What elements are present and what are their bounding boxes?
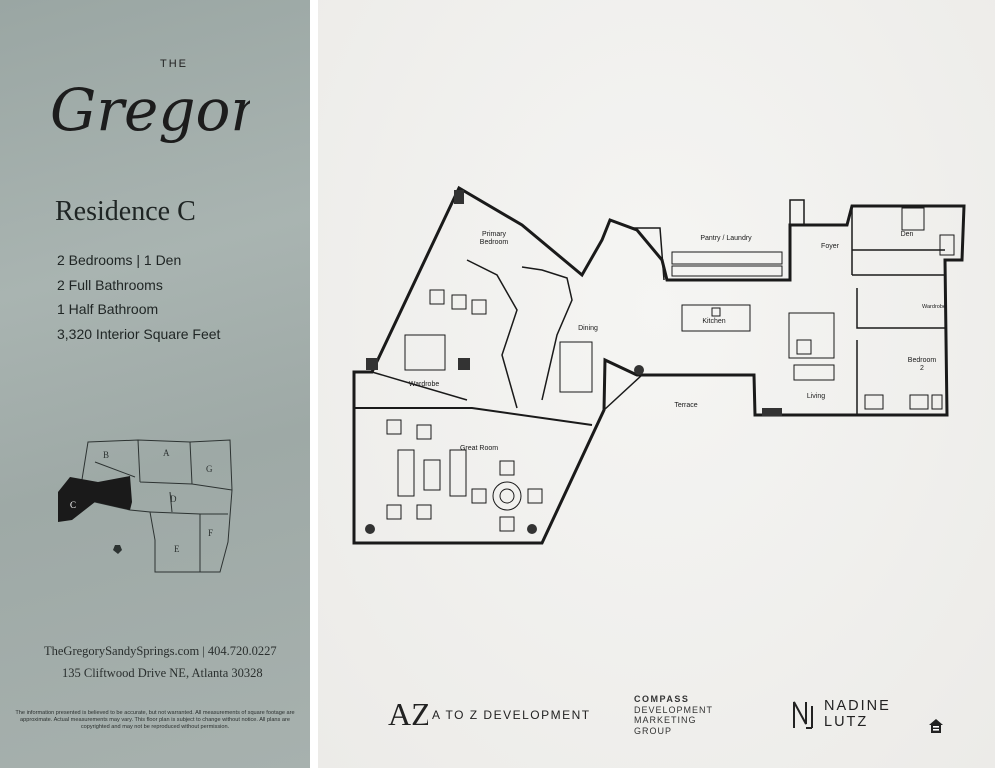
column xyxy=(365,524,375,534)
column xyxy=(458,358,470,370)
room-wardrobe-small: Wardrobe xyxy=(922,304,946,310)
contact-line: TheGregorySandySprings.com | 404.720.022… xyxy=(44,644,277,658)
svg-text:AZ: AZ xyxy=(388,696,428,732)
room-pantry-laundry: Pantry / Laundry xyxy=(700,235,752,242)
room-terrace: Terrace xyxy=(674,402,697,409)
compass-line-4: GROUP xyxy=(634,725,673,736)
key-unit-a: A xyxy=(163,448,170,458)
contact-address: 135 Cliftwood Drive NE, Atlanta 30328 xyxy=(62,666,263,680)
column xyxy=(762,408,782,416)
nadine-lutz-monogram xyxy=(793,701,813,729)
brand-logo: Gregory xyxy=(50,76,250,144)
room-living: Living xyxy=(807,393,825,400)
column xyxy=(527,524,537,534)
column xyxy=(366,358,378,370)
az-monogram: AZ xyxy=(388,696,428,732)
nadine-line-2: LUTZ xyxy=(824,714,869,730)
floor-plan: Primary Bedroom Pantry / Laundry Foyer D… xyxy=(352,185,966,545)
room-bedroom2-1: Bedroom xyxy=(908,357,937,364)
nadine-line-1: NADINE xyxy=(824,698,891,714)
room-primary-bedroom-1: Primary xyxy=(482,231,507,238)
room-foyer: Foyer xyxy=(821,243,840,250)
room-kitchen: Kitchen xyxy=(702,318,725,325)
key-plan: B A G C D F E xyxy=(58,439,233,573)
floorplan-panel xyxy=(318,0,995,768)
room-dining: Dining xyxy=(578,325,598,332)
room-great-room: Great Room xyxy=(460,445,498,452)
column xyxy=(454,190,464,204)
north-arrow-icon xyxy=(113,545,122,554)
nadine-lutz-logo: NADINE LUTZ xyxy=(824,698,891,730)
key-unit-g: G xyxy=(206,464,213,474)
unit-c-highlight xyxy=(58,476,132,522)
room-bedroom2-2: 2 xyxy=(920,365,924,372)
compass-line-2: DEVELOPMENT xyxy=(634,704,714,715)
spec-full-baths: 2 Full Bathrooms xyxy=(57,276,163,293)
compass-line-3: MARKETING xyxy=(634,715,697,725)
brand-prefix: THE xyxy=(160,58,188,70)
panel-divider xyxy=(310,0,318,768)
spec-bedrooms: 2 Bedrooms | 1 Den xyxy=(57,252,182,268)
key-unit-e: E xyxy=(174,544,180,554)
spec-square-feet: 3,320 Interior Square Feet xyxy=(57,325,221,342)
az-development-logo: A TO Z DEVELOPMENT xyxy=(432,708,591,722)
info-sidebar: THE Gregory Residence C 2 Bedrooms | 1 D… xyxy=(0,0,310,768)
column xyxy=(634,365,644,375)
room-den: Den xyxy=(901,231,914,238)
key-unit-f: F xyxy=(208,528,213,538)
residence-title: Residence C xyxy=(55,196,196,227)
compass-line-1: COMPASS xyxy=(634,694,690,704)
brand-logo-text: Gregory xyxy=(50,76,250,144)
spec-half-bath: 1 Half Bathroom xyxy=(57,301,159,317)
room-primary-bedroom-2: Bedroom xyxy=(480,239,509,246)
key-unit-c: C xyxy=(70,500,76,510)
key-unit-b: B xyxy=(103,450,109,460)
equal-housing-icon xyxy=(929,719,943,733)
disclaimer: The information presented is believed to… xyxy=(15,710,295,730)
key-unit-d: D xyxy=(170,494,177,504)
room-wardrobe: Wardrobe xyxy=(409,381,440,388)
residence-specs: 2 Bedrooms | 1 Den 2 Full Bathrooms 1 Ha… xyxy=(57,248,220,346)
compass-logo: COMPASS DEVELOPMENT MARKETING GROUP xyxy=(634,694,713,736)
